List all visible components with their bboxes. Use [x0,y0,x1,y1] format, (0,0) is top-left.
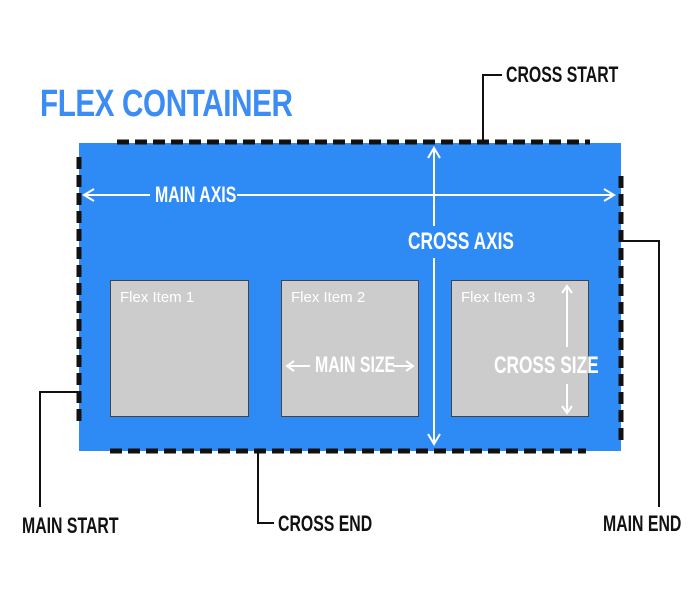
main-start-label: MAIN START [22,513,119,538]
cross-axis-arrowhead-top [427,146,441,159]
cross-start-label: CROSS START [506,62,619,87]
main-axis-arrowhead-left [82,188,95,202]
cross-end-leader [257,453,274,524]
flex-item-1-label: Flex Item 1 [120,289,195,306]
flex-item-1: Flex Item 1 [110,280,249,417]
flex-item-2-label: Flex Item 2 [291,289,366,306]
cross-axis-arrowhead-bottom [427,433,441,446]
cross-start-leader [482,74,502,140]
main-end-label: MAIN END [603,511,682,536]
flex-item-3-label: Flex Item 3 [461,289,536,306]
flex-item-2: Flex Item 2 [281,280,419,417]
main-end-leader [623,240,660,507]
cross-size-arrowhead-top [561,284,573,294]
cross-end-label: CROSS END [278,511,373,536]
main-axis-label: MAIN AXIS [155,182,237,207]
cross-size-label: CROSS SIZE [494,352,599,379]
flex-container-title: FLEX CONTAINER [40,83,293,125]
cross-axis-label: CROSS AXIS [408,228,514,255]
main-axis-arrowhead-right [603,188,616,202]
main-size-arrowhead-right [405,360,415,372]
main-size-label: MAIN SIZE [315,352,396,377]
cross-size-arrowhead-bottom [561,405,573,415]
main-start-leader [39,391,78,507]
main-size-arrowhead-left [285,360,295,372]
